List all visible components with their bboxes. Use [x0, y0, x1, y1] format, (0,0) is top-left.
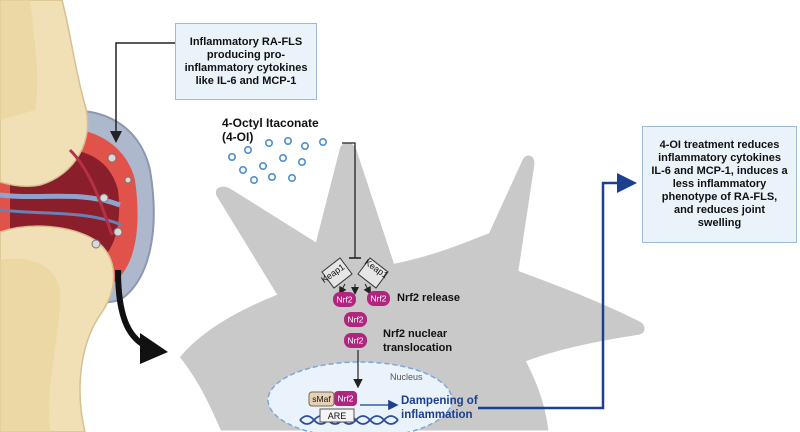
nrf2-release-label: Nrf2 release [397, 292, 460, 304]
smaf-label: sMaf [312, 394, 331, 404]
nucleus-label: Nucleus [390, 372, 423, 382]
callout-inflammatory-rafls: Inflammatory RA-FLS producing pro-inflam… [175, 23, 317, 100]
nrf2-label-1: Nrf2 [336, 295, 352, 305]
nrf2-protein-icon [333, 291, 390, 406]
release-arrow-left [339, 283, 347, 295]
translocation-label-2: translocation [383, 342, 452, 354]
joint-icon [0, 0, 155, 432]
nrf2-label-4: Nrf2 [347, 336, 363, 346]
release-arrow-right [363, 283, 371, 295]
inhibition-line [342, 142, 356, 258]
nrf2-label-2: Nrf2 [370, 294, 386, 304]
outcome-arrow [478, 173, 637, 410]
callout-treatment-outcome-text: 4-OI treatment reduces inflammatory cyto… [651, 139, 788, 229]
nucleus [267, 361, 453, 432]
joint-to-cell-arrowhead [140, 333, 168, 364]
callout-treatment-outcome: 4-OI treatment reduces inflammatory cyto… [642, 126, 797, 243]
fls-cell [176, 139, 648, 432]
callout-connector [110, 42, 175, 143]
are-label: ARE [328, 411, 347, 421]
drug-abbrev: (4-OI) [222, 130, 253, 144]
keap1-protein-icon [321, 257, 389, 289]
molecule-icon [228, 137, 327, 185]
nrf2-label-5: Nrf2 [337, 394, 353, 404]
dampening-label-2: inflammation [401, 409, 473, 421]
drug-name: 4-Octyl Itaconate [222, 116, 319, 130]
nrf2-label-3: Nrf2 [347, 315, 363, 325]
translocation-label-1: Nrf2 nuclear [383, 328, 448, 340]
callout-inflammatory-rafls-text: Inflammatory RA-FLS producing pro-inflam… [184, 35, 308, 87]
are-element [319, 408, 355, 423]
smaf-protein [308, 391, 335, 407]
dampening-label-1: Dampening of [401, 395, 478, 407]
